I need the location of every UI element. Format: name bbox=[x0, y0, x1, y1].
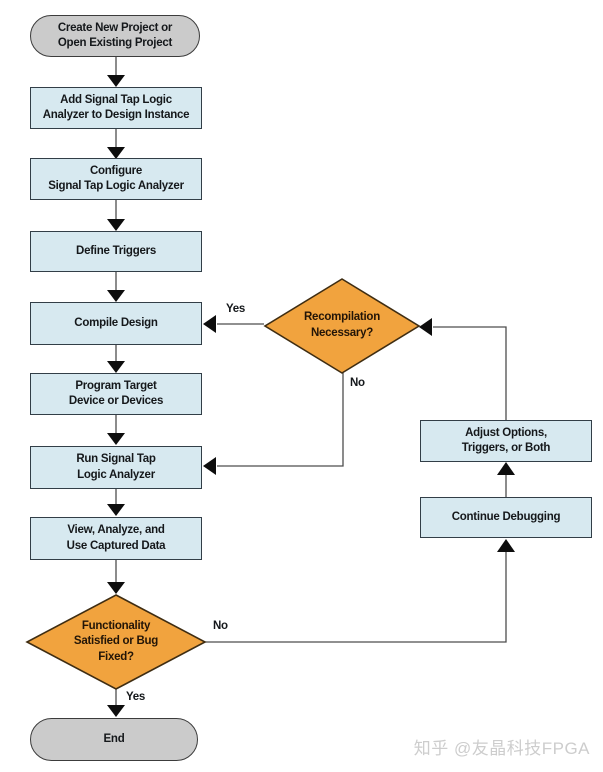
connector-lines bbox=[115, 57, 507, 706]
step-configure-analyzer: Configure Signal Tap Logic Analyzer bbox=[30, 158, 202, 200]
edge-label-functionality-yes: Yes bbox=[126, 691, 146, 703]
step-add-signal-tap: Add Signal Tap Logic Analyzer to Design … bbox=[30, 87, 202, 129]
functionality-diamond bbox=[25, 594, 207, 690]
step-compile-design: Compile Design bbox=[30, 302, 202, 345]
functionality-diamond-label: Functionality Satisfied or Bug Fixed? bbox=[73, 619, 159, 663]
edge-label-recompilation-no: No bbox=[350, 377, 365, 389]
step-view-analyze: View, Analyze, and Use Captured Data bbox=[30, 517, 202, 560]
edge-label-functionality-no: No bbox=[213, 620, 228, 632]
zhihu-watermark: 知乎 @友晶科技FPGA bbox=[413, 739, 590, 758]
start-terminator: Create New Project or Open Existing Proj… bbox=[30, 15, 200, 57]
step-continue-debugging: Continue Debugging bbox=[420, 497, 592, 538]
edge-label-recompilation-yes: Yes bbox=[226, 303, 246, 315]
step-define-triggers: Define Triggers bbox=[30, 231, 202, 272]
step-adjust-options: Adjust Options, Triggers, or Both bbox=[420, 420, 592, 462]
arrowheads bbox=[107, 75, 515, 717]
step-run-signal-tap: Run Signal Tap Logic Analyzer bbox=[30, 446, 202, 489]
recompilation-diamond bbox=[263, 278, 421, 374]
step-program-target: Program Target Device or Devices bbox=[30, 373, 202, 415]
end-terminator: End bbox=[30, 718, 198, 761]
recompilation-diamond-label: Recompilation Necessary? bbox=[304, 311, 380, 339]
